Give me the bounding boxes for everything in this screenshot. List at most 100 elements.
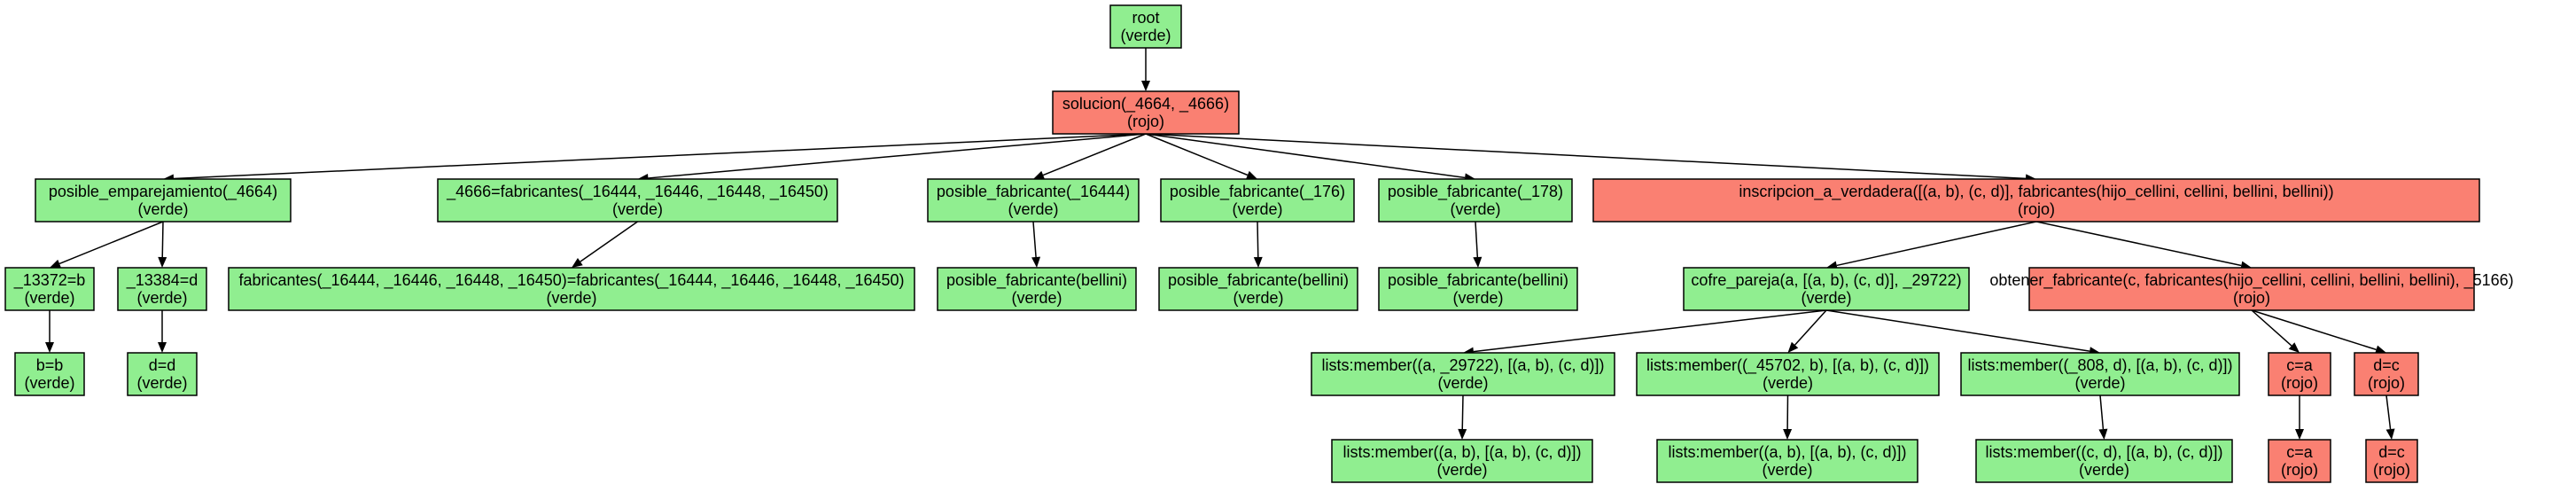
edge-line	[648, 133, 1147, 179]
node-box	[2028, 267, 2475, 311]
arrowhead-icon	[2295, 429, 2304, 440]
edge-solucion-to-inscripcion	[1145, 133, 2036, 184]
edge-posible_fabricante_16444-to-pf_bellini_1	[1031, 221, 1041, 268]
edge-cofre_pareja-to-member_808	[1825, 309, 2100, 356]
node-status: (verde)	[24, 374, 74, 392]
edge-cofre_pareja-to-member_a	[1463, 309, 1827, 356]
arrowhead-icon	[45, 342, 54, 353]
arrowhead-icon	[1783, 428, 1793, 440]
node-label: lists:member((a, b), [(a, b), (c, d)])	[1668, 443, 1906, 461]
tree-node-pf_bellini_1: posible_fabricante(bellini)(verde)	[937, 267, 1137, 311]
node-status: (verde)	[2074, 374, 2125, 392]
node-status: (verde)	[1801, 289, 1851, 307]
node-box	[1960, 352, 2240, 396]
node-box	[1683, 267, 1970, 311]
edge-posible_fabricante_176-to-pf_bellini_2	[1253, 221, 1263, 268]
edge-line	[1145, 133, 1466, 179]
node-status: (rojo)	[2373, 461, 2410, 479]
node-status: (rojo)	[1127, 113, 1164, 130]
tree-node-dc_2: d=c(rojo)	[2365, 439, 2418, 483]
node-status: (verde)	[1437, 374, 1488, 392]
node-label: inscripcion_a_verdadera([(a, b), (c, d)]…	[1739, 183, 2333, 201]
node-label: posible_fabricante(_16444)	[937, 183, 1130, 201]
node-box	[2365, 439, 2418, 483]
edge-line	[580, 221, 638, 262]
edge-member_45702-to-member_ab_2	[1783, 394, 1793, 440]
tree-node-member_808: lists:member((_808, d), [(a, b), (c, d)]…	[1960, 352, 2240, 396]
node-box	[1331, 439, 1593, 483]
node-label: posible_fabricante(_178)	[1388, 183, 1563, 201]
arrowhead-icon	[1458, 428, 1467, 440]
node-status: (verde)	[1450, 200, 1500, 218]
node-box	[14, 352, 85, 396]
node-label: lists:member((c, d), [(a, b), (c, d)])	[1985, 443, 2222, 461]
edge-n4666_fabricantes-to-fabricantes_eq	[572, 221, 638, 268]
node-box	[2268, 439, 2331, 483]
node-status: (verde)	[1762, 461, 1812, 479]
node-label: c=a	[2286, 443, 2314, 461]
arrowhead-icon	[2288, 342, 2300, 353]
edge-line	[2251, 309, 2292, 347]
tree-node-pf_bellini_2: posible_fabricante(bellini)(verde)	[1158, 267, 1358, 311]
tree-node-dd: d=d(verde)	[127, 352, 198, 396]
edge-line	[1473, 309, 1827, 353]
node-label: solucion(_4664, _4666)	[1062, 95, 1229, 113]
tree-node-posible_fabricante_16444: posible_fabricante(_16444)(verde)	[927, 178, 1140, 223]
node-status: (verde)	[1436, 461, 1487, 479]
nodes-layer: root(verde)solucion(_4664, _4666)(rojo)p…	[4, 4, 2514, 483]
node-status: (verde)	[1120, 27, 1171, 44]
edge-line	[173, 133, 1147, 180]
node-label: b=b	[36, 356, 64, 374]
arrowhead-icon	[1031, 256, 1041, 268]
node-box	[2354, 352, 2419, 396]
edge-inscripcion-to-cofre_pareja	[1826, 221, 2037, 270]
arrowhead-icon	[1246, 170, 1257, 180]
node-label: _13372=b	[13, 271, 86, 290]
node-label: _13384=d	[126, 271, 198, 290]
node-status: (verde)	[136, 289, 187, 307]
edge-solucion-to-posible_emparejamiento	[163, 133, 1147, 184]
edge-line	[1032, 221, 1037, 258]
node-box	[1311, 352, 1615, 396]
edge-line	[161, 221, 164, 258]
tree-node-solucion: solucion(_4664, _4666)(rojo)	[1052, 90, 1240, 135]
edge-posible_fabricante_178-to-pf_bellini_3	[1473, 221, 1483, 268]
node-box	[1158, 267, 1358, 311]
edge-dc_1-to-dc_2	[2385, 394, 2395, 440]
tree-node-bb: b=b(verde)	[14, 352, 85, 396]
arrowhead-icon	[1787, 341, 1799, 353]
node-box	[35, 178, 292, 223]
arrowhead-icon	[572, 258, 583, 268]
tree-node-inscripcion: inscripcion_a_verdadera([(a, b), (c, d)]…	[1592, 178, 2480, 223]
node-label: fabricantes(_16444, _16446, _16448, _164…	[238, 271, 904, 290]
edge-line	[2099, 394, 2105, 430]
tree-node-obtener_fabricante: obtener_fabricante(c, fabricantes(hijo_c…	[1989, 267, 2514, 311]
edge-n13372-to-bb	[45, 310, 54, 353]
tree-node-root: root(verde)	[1109, 4, 1182, 49]
edge-line	[58, 221, 164, 265]
edge-line	[1836, 221, 2037, 267]
node-label: obtener_fabricante(c, fabricantes(hijo_c…	[1989, 271, 2513, 290]
edge-posible_emparejamiento-to-n13372	[50, 221, 164, 269]
tree-node-posible_fabricante_178: posible_fabricante(_178)(verde)	[1378, 178, 1573, 223]
arrowhead-icon	[2098, 428, 2108, 440]
tree-node-posible_fabricante_176: posible_fabricante(_176)(verde)	[1160, 178, 1355, 223]
edge-line	[1461, 394, 1464, 430]
node-status: (verde)	[546, 289, 596, 307]
tree-node-pf_bellini_3: posible_fabricante(bellini)(verde)	[1378, 267, 1578, 311]
node-box	[1636, 352, 1940, 396]
node-box	[4, 267, 95, 311]
node-label: lists:member((_808, d), [(a, b), (c, d)]…	[1967, 356, 2232, 375]
tree-node-member_ab_2: lists:member((a, b), [(a, b), (c, d)])(v…	[1656, 439, 1918, 483]
edge-inscripcion-to-obtener_fabricante	[2035, 221, 2252, 270]
edge-n13384-to-dd	[158, 310, 167, 353]
node-status: (verde)	[137, 200, 188, 218]
node-box	[1052, 90, 1240, 135]
arrowhead-icon	[2375, 345, 2386, 355]
edge-posible_emparejamiento-to-n13384	[158, 221, 167, 268]
edge-line	[1042, 133, 1147, 176]
node-status: (verde)	[2079, 461, 2129, 479]
edge-line	[1475, 221, 1479, 258]
node-label: lists:member((a, _29722), [(a, b), (c, d…	[1321, 356, 1604, 375]
